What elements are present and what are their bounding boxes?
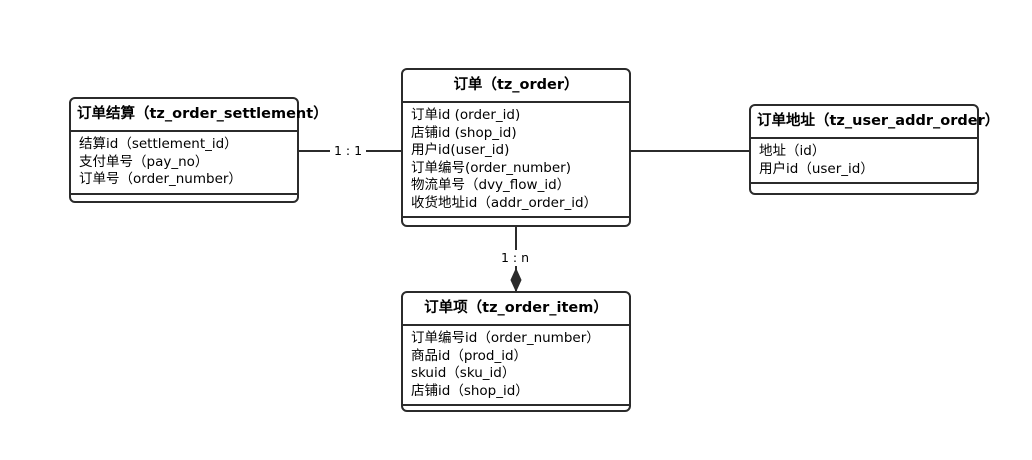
- filled-diamond-marker: [510, 268, 522, 292]
- connector-order-address: [631, 150, 749, 152]
- entity-attributes-order-settlement: 结算id（settlement_id） 支付单号（pay_no） 订单号（ord…: [71, 132, 297, 195]
- entity-header-order-item: 订单项（tz_order_item）: [403, 293, 629, 327]
- cardinality-label-settlement-order: 1 : 1: [330, 143, 367, 159]
- cardinality-label-order-orderitem: 1 : n: [497, 250, 534, 266]
- attribute-row: 订单号（order_number）: [79, 171, 242, 188]
- entity-header-user-addr-order: 订单地址（tz_user_addr_order）: [751, 106, 999, 140]
- entity-order[interactable]: 订单（tz_order） 订单id (order_id) 店铺id (shop_…: [401, 68, 631, 227]
- attribute-row: 收货地址id（addr_order_id）: [411, 194, 598, 211]
- attribute-row: 商品id（prod_id）: [411, 347, 528, 364]
- entity-order-settlement[interactable]: 订单结算（tz_order_settlement） 结算id（settlemen…: [69, 97, 328, 203]
- entity-header-order-settlement: 订单结算（tz_order_settlement）: [71, 99, 328, 133]
- attribute-row: 订单id (order_id): [411, 107, 521, 124]
- attribute-row: 结算id（settlement_id）: [79, 136, 238, 153]
- attribute-row: 订单编号(order_number): [411, 159, 571, 176]
- attribute-row: 地址（id）: [759, 143, 826, 160]
- entity-header-order: 订单（tz_order）: [403, 70, 629, 104]
- attribute-row: 店铺id (shop_id): [411, 124, 517, 141]
- attribute-row: skuid（sku_id）: [411, 365, 516, 382]
- entity-footer-user-addr-order: [751, 184, 977, 202]
- attribute-row: 店铺id（shop_id）: [411, 382, 529, 399]
- entity-user-addr-order[interactable]: 订单地址（tz_user_addr_order） 地址（id） 用户id（use…: [749, 104, 999, 195]
- attribute-row: 用户id(user_id): [411, 142, 510, 159]
- entity-order-item[interactable]: 订单项（tz_order_item） 订单编号id（order_number） …: [401, 291, 631, 412]
- entity-footer-order: [403, 218, 629, 236]
- attribute-row: 物流单号（dvy_flow_id）: [411, 177, 571, 194]
- entity-footer-order-settlement: [71, 195, 297, 213]
- entity-attributes-order-item: 订单编号id（order_number） 商品id（prod_id） skuid…: [403, 326, 629, 407]
- attribute-row: 用户id（user_id）: [759, 160, 874, 177]
- entity-attributes-order: 订单id (order_id) 店铺id (shop_id) 用户id(user…: [403, 103, 629, 219]
- entity-footer-order-item: [403, 406, 629, 424]
- attribute-row: 订单编号id（order_number）: [411, 330, 600, 347]
- entity-attributes-user-addr-order: 地址（id） 用户id（user_id）: [751, 139, 977, 185]
- attribute-row: 支付单号（pay_no）: [79, 153, 209, 170]
